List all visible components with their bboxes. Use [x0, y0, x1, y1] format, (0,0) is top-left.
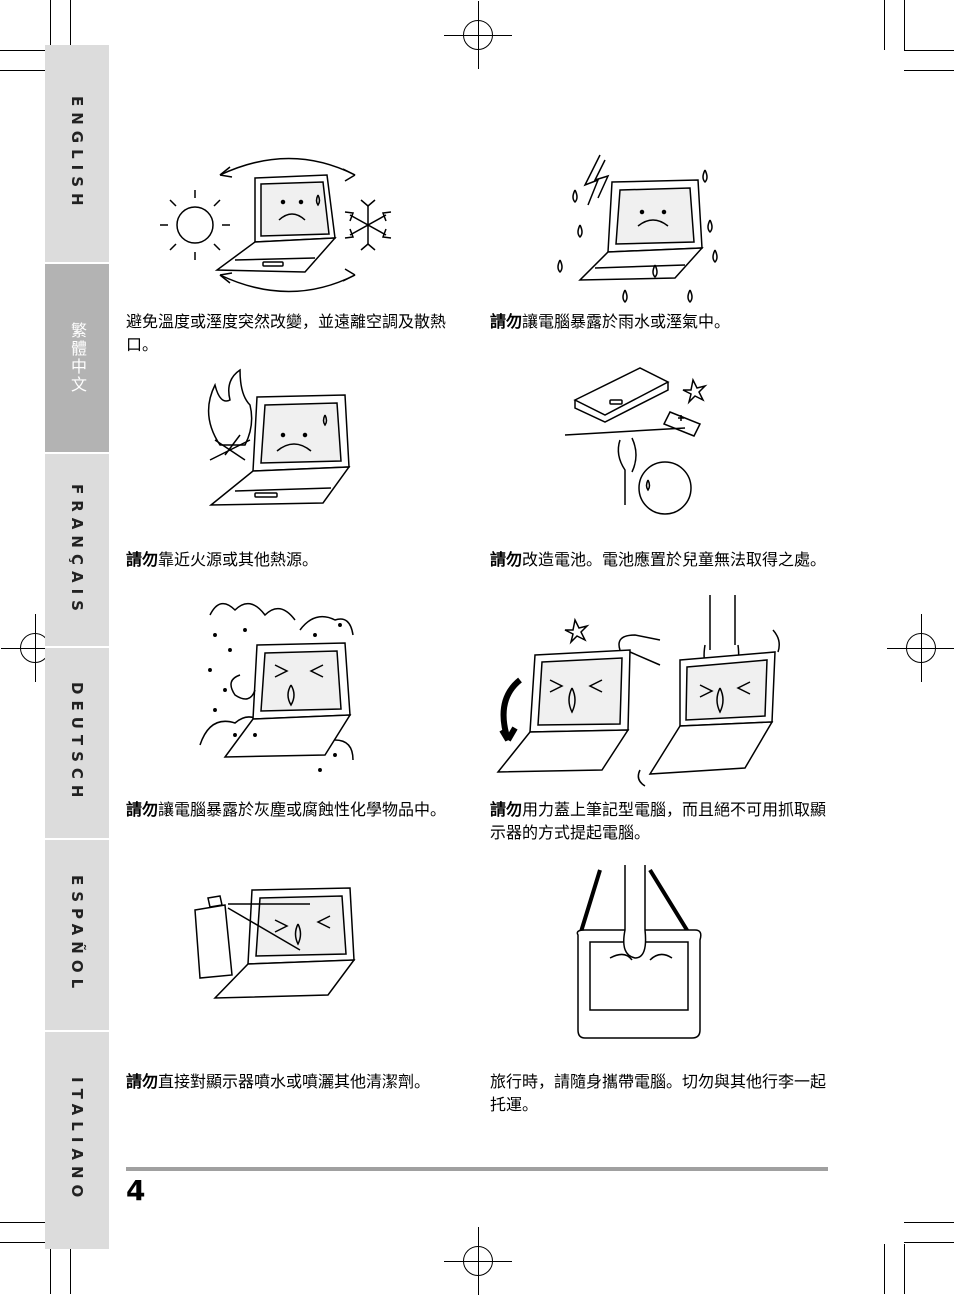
caption: 請勿靠近火源或其他熱源。	[126, 550, 319, 569]
crop-mark	[904, 70, 954, 71]
crop-mark	[884, 1244, 885, 1294]
tab-label: ITALIANO	[68, 1076, 86, 1204]
carry-bag-illustration	[570, 860, 710, 1045]
crop-mark	[0, 50, 50, 51]
rain-illustration	[550, 150, 730, 310]
tab-italiano[interactable]: ITALIANO	[45, 1031, 109, 1249]
page-number: 4	[126, 1174, 146, 1207]
tab-label: FRANÇAIS	[68, 483, 86, 617]
crop-mark	[904, 1242, 954, 1243]
caption: 請勿讓電腦暴露於雨水或溼氣中。	[490, 312, 731, 331]
tab-traditional-chinese[interactable]: 繁體中文	[45, 263, 109, 453]
temperature-change-illustration	[155, 150, 395, 300]
crop-mark	[50, 0, 51, 50]
spray-illustration	[190, 880, 360, 1005]
tab-label: DEUTSCH	[68, 682, 86, 804]
crop-mark	[904, 0, 905, 50]
caption: 避免溫度或溼度突然改變，並遠離空調及散熱口。	[126, 312, 447, 354]
caption: 旅行時，請隨身攜帶電腦。切勿與其他行李一起托運。	[490, 1072, 827, 1114]
tab-francais[interactable]: FRANÇAIS	[45, 453, 109, 647]
tab-english[interactable]: ENGLISH	[45, 45, 109, 263]
crop-mark	[0, 70, 50, 71]
crop-mark	[0, 1242, 50, 1243]
lid-slam-illustration	[490, 590, 790, 790]
crop-mark	[50, 1244, 51, 1294]
tab-divider	[45, 838, 109, 840]
crop-mark	[904, 1244, 905, 1294]
battery-child-illustration	[560, 360, 740, 525]
crop-mark	[904, 50, 954, 51]
tab-divider	[45, 1030, 109, 1032]
tab-divider	[45, 452, 109, 454]
crop-mark	[884, 0, 885, 50]
crop-mark	[70, 1244, 71, 1294]
registration-mark	[444, 1227, 512, 1295]
language-tabs: ENGLISH 繁體中文 FRANÇAIS DEUTSCH ESPAÑOL IT…	[45, 45, 109, 1249]
tab-label: 繁體中文	[68, 322, 87, 394]
fire-illustration	[195, 365, 365, 515]
registration-mark	[444, 1, 512, 69]
caption: 請勿直接對顯示器噴水或噴灑其他清潔劑。	[126, 1072, 431, 1091]
tab-divider	[45, 262, 109, 264]
crop-mark	[904, 1222, 954, 1223]
tab-label: ENGLISH	[68, 96, 86, 212]
footer-rule	[126, 1167, 828, 1171]
caption: 請勿讓電腦暴露於灰塵或腐蝕性化學物品中。	[126, 800, 447, 819]
caption: 請勿改造電池。電池應置於兒童無法取得之處。	[490, 550, 827, 569]
tab-divider	[45, 646, 109, 648]
tab-espanol[interactable]: ESPAÑOL	[45, 839, 109, 1031]
dust-illustration	[195, 595, 365, 780]
caption: 請勿用力蓋上筆記型電腦，而且絕不可用抓取顯示器的方式提起電腦。	[490, 800, 827, 842]
crop-mark	[0, 1222, 50, 1223]
crop-mark	[70, 0, 71, 50]
tab-deutsch[interactable]: DEUTSCH	[45, 647, 109, 839]
registration-mark	[887, 614, 954, 682]
tab-label: ESPAÑOL	[68, 875, 86, 995]
